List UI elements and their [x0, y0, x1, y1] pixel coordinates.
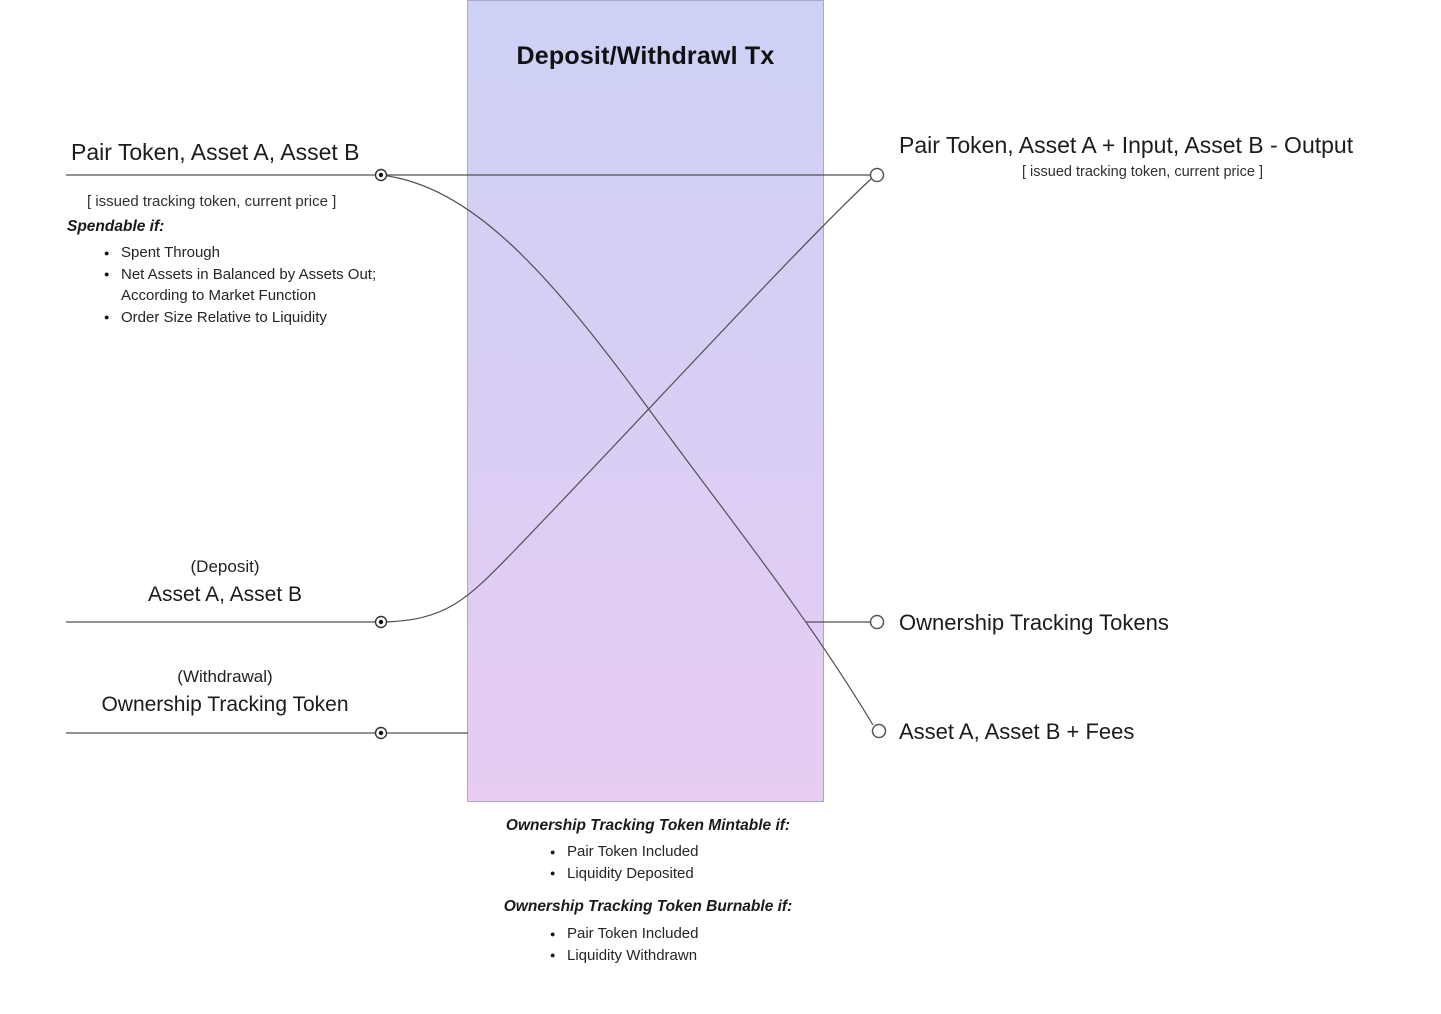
bullseye-marker-icon [374, 615, 388, 629]
output-assets-fees-label: Asset A, Asset B + Fees [899, 719, 1135, 744]
list-item: Liquidity Withdrawn [550, 945, 698, 966]
transaction-box: Deposit/Withdrawl Tx [467, 0, 824, 802]
output-tracking-tokens-label: Ownership Tracking Tokens [899, 610, 1169, 635]
open-circle-icon [869, 614, 885, 630]
input-withdrawal-label: Ownership Tracking Token [101, 693, 349, 716]
input-deposit-label: Asset A, Asset B [147, 583, 303, 606]
bullseye-marker-icon [374, 168, 388, 182]
list-item: Order Size Relative to Liquidity [104, 307, 403, 328]
mintable-conditions-list: Pair Token Included Liquidity Deposited [550, 841, 698, 884]
withdrawal-tag: (Withdrawal) [177, 667, 273, 686]
output-pair-token-sublabel: [ issued tracking token, current price ] [1022, 164, 1263, 180]
burnable-conditions-list: Pair Token Included Liquidity Withdrawn [550, 923, 698, 966]
transaction-box-title: Deposit/Withdrawl Tx [516, 42, 775, 70]
mintable-if-header: Ownership Tracking Token Mintable if: [505, 817, 791, 834]
input-pair-token-sublabel: [ issued tracking token, current price ] [87, 193, 337, 210]
open-circle-icon [869, 167, 885, 183]
input-pair-token-label: Pair Token, Asset A, Asset B [71, 139, 360, 165]
list-item: Liquidity Deposited [550, 863, 698, 884]
bullseye-marker-icon [374, 726, 388, 740]
open-circle-icon [871, 723, 887, 739]
list-item: Pair Token Included [550, 923, 698, 944]
deposit-tag: (Deposit) [190, 557, 260, 576]
burnable-if-header: Ownership Tracking Token Burnable if: [503, 898, 793, 915]
spendable-conditions-list: Spent Through Net Assets in Balanced by … [104, 242, 403, 328]
list-item: Net Assets in Balanced by Assets Out; Ac… [104, 264, 403, 307]
output-terminal-markers [869, 167, 887, 739]
list-item: Pair Token Included [550, 841, 698, 862]
output-pair-token-label: Pair Token, Asset A + Input, Asset B - O… [899, 132, 1354, 158]
list-item: Spent Through [104, 242, 403, 263]
spendable-if-header: Spendable if: [67, 218, 165, 235]
